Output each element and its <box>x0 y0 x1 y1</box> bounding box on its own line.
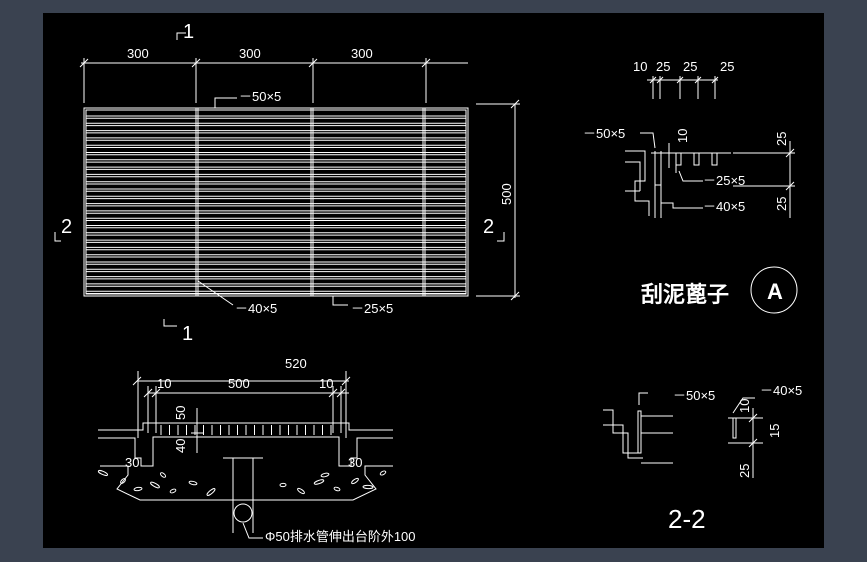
section-11-dim-10-right: 10 <box>319 376 333 391</box>
section-11-dim-10-left: 10 <box>157 376 171 391</box>
aggregate-stone <box>333 486 341 492</box>
aggregate-stone <box>120 478 126 484</box>
plan-dim-300-2: 300 <box>239 46 261 61</box>
section-bars <box>160 425 332 435</box>
aggregate-stone <box>379 470 387 476</box>
aggregate-stone <box>133 486 143 492</box>
detail-a-marker: A <box>767 279 783 304</box>
aggregate-stone <box>97 470 109 476</box>
detail-a <box>625 76 798 314</box>
aggregate-stone <box>188 480 198 486</box>
detail-a-label-bars: －25×5 <box>703 173 745 188</box>
drawing-canvas[interactable]: 300 300 300 1 1 2 2 500 －50×5 －40×5 －25×… <box>43 13 824 548</box>
aggregate-stone <box>150 481 160 489</box>
aggregate-stone <box>206 488 216 496</box>
section-22-dim-25: 25 <box>737 464 752 478</box>
plan-section-1-bottom: 1 <box>182 323 193 345</box>
detail-a-title: 刮泥蓖子 <box>641 282 729 307</box>
plan-section-2-left: 2 <box>61 216 72 238</box>
section-1-1 <box>97 371 393 539</box>
section-2-2 <box>603 392 763 478</box>
concrete-aggregate <box>97 470 387 496</box>
section-22-dim-15: 15 <box>767 424 782 438</box>
aggregate-stone <box>169 488 177 494</box>
section-11-dim-30-left: 30 <box>125 455 139 470</box>
plan-section-1-top: 1 <box>183 21 194 43</box>
plan-label-bottom: －40×5 <box>235 301 277 316</box>
section-11-dim-40: 40 <box>173 439 188 453</box>
plan-section-2-right: 2 <box>483 216 494 238</box>
detail-a-dim-10: 10 <box>633 59 647 74</box>
detail-a-dim-25-right-2: 25 <box>774 197 789 211</box>
detail-a-dim-25-2: 25 <box>683 59 697 74</box>
plan-dim-500: 500 <box>499 183 514 205</box>
section-22-label-bottom: －40×5 <box>760 383 802 398</box>
detail-a-dim-10-vert: 10 <box>675 129 690 143</box>
section-22-label-frame: －50×5 <box>673 388 715 403</box>
aggregate-stone <box>279 482 287 488</box>
plan-dim-300-3: 300 <box>351 46 373 61</box>
plan-dim-300-1: 300 <box>127 46 149 61</box>
detail-a-dim-25-1: 25 <box>656 59 670 74</box>
section-11-dim-50: 50 <box>173 406 188 420</box>
plan-bearing-bars <box>86 115 466 294</box>
detail-a-label-frame: －50×5 <box>583 126 625 141</box>
aggregate-stone <box>313 479 325 485</box>
plan-label-bars: －25×5 <box>351 301 393 316</box>
plan-label-frame: －50×5 <box>239 89 281 104</box>
aggregate-stone <box>320 472 330 478</box>
section-11-dim-30-right: 30 <box>348 455 362 470</box>
aggregate-stone <box>297 487 305 495</box>
detail-a-dim-25-right-1: 25 <box>774 132 789 146</box>
aggregate-stone <box>351 477 359 485</box>
section-22-title: 2-2 <box>668 504 706 534</box>
detail-a-dim-25-3: 25 <box>720 59 734 74</box>
section-11-pipe-note: Φ50排水管伸出台阶外100 <box>265 529 416 544</box>
plan-view <box>54 32 520 327</box>
cad-drawing: 300 300 300 1 1 2 2 500 －50×5 －40×5 －25×… <box>54 21 802 544</box>
section-22-dim-10: 10 <box>737 399 752 413</box>
aggregate-stone <box>362 484 374 490</box>
detail-a-label-bottom: －40×5 <box>703 199 745 214</box>
section-11-dim-500: 500 <box>228 376 250 391</box>
section-11-dim-520: 520 <box>285 356 307 371</box>
aggregate-stone <box>159 472 167 478</box>
